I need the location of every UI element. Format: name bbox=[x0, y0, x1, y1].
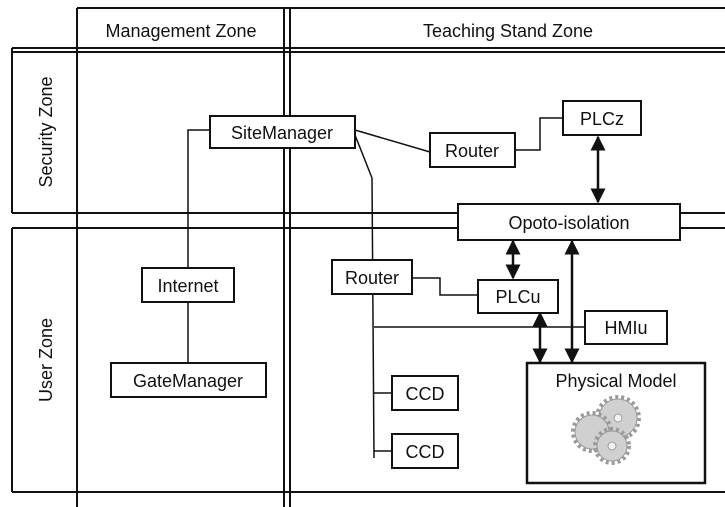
node-ccd-1: CCD bbox=[391, 375, 459, 411]
node-gatemanager: GateManager bbox=[110, 362, 267, 398]
physical-model-label: Physical Model bbox=[555, 371, 676, 391]
node-internet: Internet bbox=[141, 267, 235, 303]
sitemanager-label: SiteManager bbox=[231, 123, 333, 143]
signal-arrows bbox=[505, 135, 606, 364]
router-user-label: Router bbox=[345, 268, 399, 288]
link-router-plcu bbox=[412, 277, 478, 296]
connections bbox=[187, 117, 585, 459]
node-ccd-2: CCD bbox=[391, 433, 459, 469]
ccd-1-label: CCD bbox=[406, 384, 445, 404]
management-zone-label: Management Zone bbox=[105, 21, 256, 41]
link-sitemanager-internet bbox=[187, 129, 210, 268]
teaching-zone-label: Teaching Stand Zone bbox=[423, 21, 593, 41]
node-hmiu: HMIu bbox=[584, 310, 668, 345]
plcu-label: PLCu bbox=[495, 287, 540, 307]
node-sitemanager: SiteManager bbox=[209, 115, 356, 149]
ccd-2-label: CCD bbox=[406, 442, 445, 462]
node-router-security: Router bbox=[429, 132, 516, 168]
node-physical-model: Physical Model bbox=[525, 361, 707, 485]
node-opto-isolation: Opoto-isolation bbox=[457, 203, 681, 241]
link-sitemanager-router bbox=[354, 129, 431, 153]
node-plcz: PLCz bbox=[562, 100, 642, 136]
user-zone-label: User Zone bbox=[36, 318, 56, 402]
link-sitemanager-bus bbox=[354, 134, 375, 459]
plcz-label: PLCz bbox=[580, 109, 624, 129]
hmiu-label: HMIu bbox=[604, 318, 647, 338]
security-zone-label: Security Zone bbox=[36, 76, 56, 187]
internet-label: Internet bbox=[157, 276, 218, 296]
router-security-label: Router bbox=[445, 141, 499, 161]
node-router-user: Router bbox=[331, 259, 413, 295]
gears-icon bbox=[571, 395, 641, 465]
opto-isolation-label: Opoto-isolation bbox=[508, 213, 629, 233]
link-router-plcz bbox=[515, 117, 563, 151]
gatemanager-label: GateManager bbox=[133, 371, 243, 391]
node-plcu: PLCu bbox=[477, 279, 559, 314]
